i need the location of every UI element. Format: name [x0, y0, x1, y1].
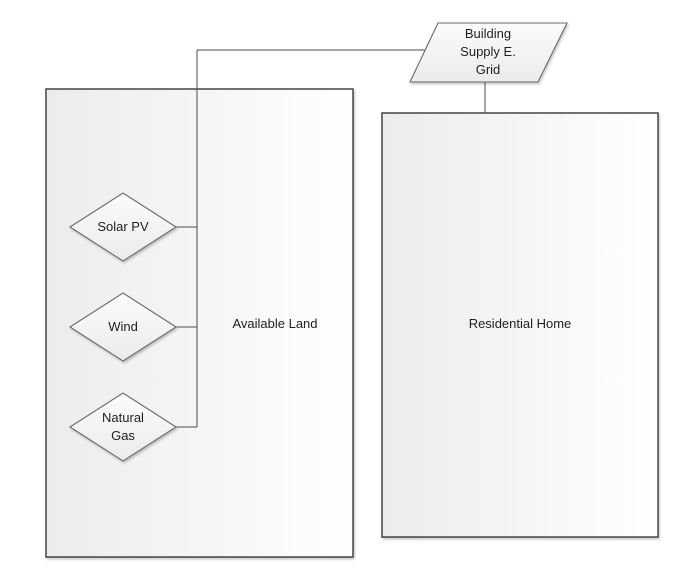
node-wind[interactable]: [68, 292, 178, 362]
node-natural-gas[interactable]: [68, 392, 178, 462]
node-residential-home[interactable]: [381, 112, 659, 538]
node-building-supply-grid[interactable]: [409, 22, 568, 83]
node-solar-pv[interactable]: [68, 192, 178, 262]
